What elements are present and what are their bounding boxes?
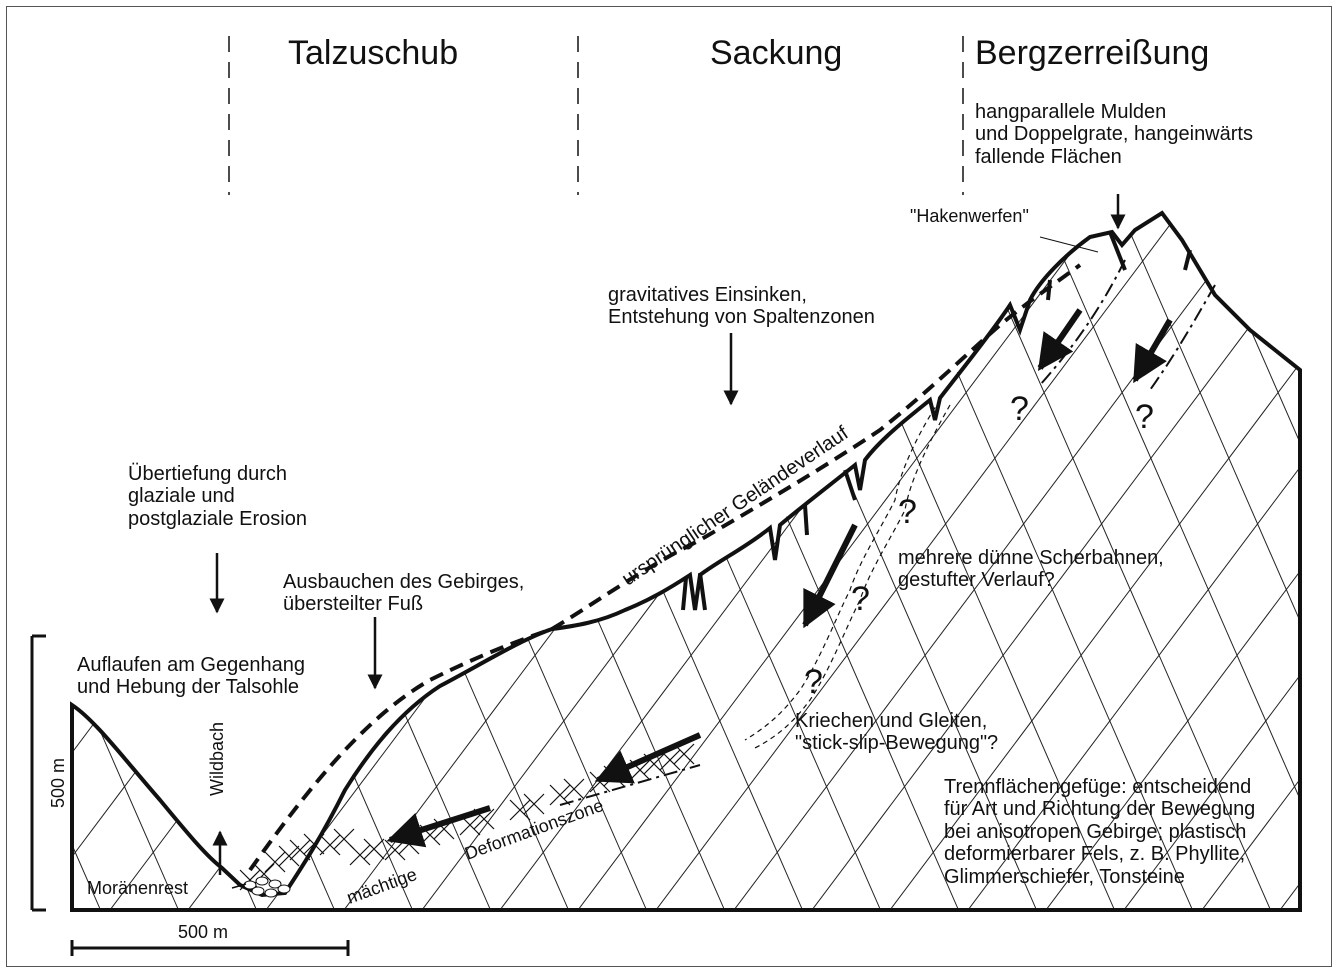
label-wildbach: Wildbach	[207, 721, 227, 796]
crosshatch-mark	[319, 834, 341, 856]
joint-line	[0, 150, 40, 950]
joint-line	[72, 213, 447, 910]
joint-line	[703, 213, 1300, 910]
header-bergzerreissung: Bergzerreißung	[975, 34, 1210, 72]
joint-line	[72, 213, 275, 910]
label-ausbauchen: Ausbauchen des Gebirges, übersteilter Fu…	[283, 571, 525, 616]
horizontal-scale-bar	[70, 940, 350, 956]
joint-line	[1249, 213, 1300, 910]
hakenwerfen-pointer	[1039, 236, 1099, 253]
crosshatch-mark	[523, 793, 545, 815]
arrow-lower-2	[386, 805, 491, 848]
label-uebertiefung: Übertiefung durch glaziale und postglazi…	[128, 463, 307, 530]
crosshatch-mark	[349, 844, 371, 866]
crosshatch-mark	[363, 838, 385, 860]
joint-line	[72, 213, 119, 910]
crosshatch-mark	[509, 799, 531, 821]
moraine-pointer	[231, 883, 247, 889]
joint-line	[72, 213, 135, 910]
joint-line	[72, 213, 197, 910]
pointer-arrows	[209, 194, 1126, 875]
question-mark: ?	[804, 663, 823, 701]
joint-line	[1249, 213, 1300, 910]
joint-line	[1093, 213, 1300, 910]
column-dividers	[228, 36, 964, 195]
label-auflaufen: Auflaufen am Gegenhang und Hebung der Ta…	[77, 654, 305, 699]
crosshatch-mark	[264, 851, 286, 873]
joint-line	[1171, 213, 1300, 910]
joint-line	[1015, 213, 1300, 910]
question-mark: ?	[851, 580, 870, 618]
crosshatch-mark	[278, 845, 300, 867]
arrow-upper-2	[1132, 318, 1173, 384]
joint-line	[1328, 150, 1338, 950]
movement-arrows	[386, 308, 1173, 848]
diagram-frame	[6, 6, 1332, 967]
moraine-pebbles	[243, 876, 291, 898]
label-scherbahnen: mehrere dünne Scherbahnen, gestufter Ver…	[898, 547, 1164, 592]
question-mark: ?	[1010, 390, 1029, 428]
joint-line	[1328, 150, 1338, 950]
crosshatch-mark	[549, 784, 571, 806]
joint-line	[937, 213, 1300, 910]
joint-line	[859, 213, 1300, 910]
label-moraenenrest: Moränenrest	[87, 878, 189, 898]
joint-line	[1093, 213, 1300, 910]
joint-line	[313, 213, 915, 910]
header-sackung: Sackung	[710, 34, 843, 72]
deformation-zone-crosshatch	[239, 743, 695, 891]
horizontal-scale-label: 500 m	[178, 922, 229, 942]
vertical-scale-label: 500 m	[48, 757, 68, 808]
label-bergzerreissung-note: hangparallele Mulden und Doppelgrate, ha…	[975, 101, 1253, 168]
question-mark: ?	[1135, 398, 1154, 436]
label-einsinken: gravitatives Einsinken, Entstehung von S…	[608, 284, 875, 329]
arrow-lower-1	[594, 732, 702, 784]
original-terrain-line	[248, 263, 1082, 872]
joint-line	[1015, 213, 1300, 910]
joint-line	[79, 213, 431, 910]
question-mark: ?	[898, 493, 917, 531]
label-hakenwerfen: "Hakenwerfen"	[910, 206, 1029, 226]
crosshatch-mark	[563, 778, 585, 800]
label-trennflaechen: Trennflächengefüge: entscheidend für Art…	[944, 776, 1256, 888]
joint-line	[79, 213, 681, 910]
crosshatch-mark	[384, 839, 406, 861]
joint-line	[72, 213, 353, 910]
joint-line	[72, 213, 291, 910]
thin-shear-paths	[744, 399, 951, 749]
joint-line	[157, 213, 509, 910]
joint-line	[313, 213, 665, 910]
vertical-scale-bar	[30, 634, 46, 912]
joint-line	[625, 213, 1227, 910]
header-talzuschub: Talzuschub	[288, 34, 459, 72]
arrow-upper-1	[1037, 308, 1083, 371]
joint-line	[0, 150, 56, 950]
arrow-mid	[802, 523, 858, 629]
label-kriechen: Kriechen und Gleiten, "stick-slip-Bewegu…	[795, 710, 999, 755]
